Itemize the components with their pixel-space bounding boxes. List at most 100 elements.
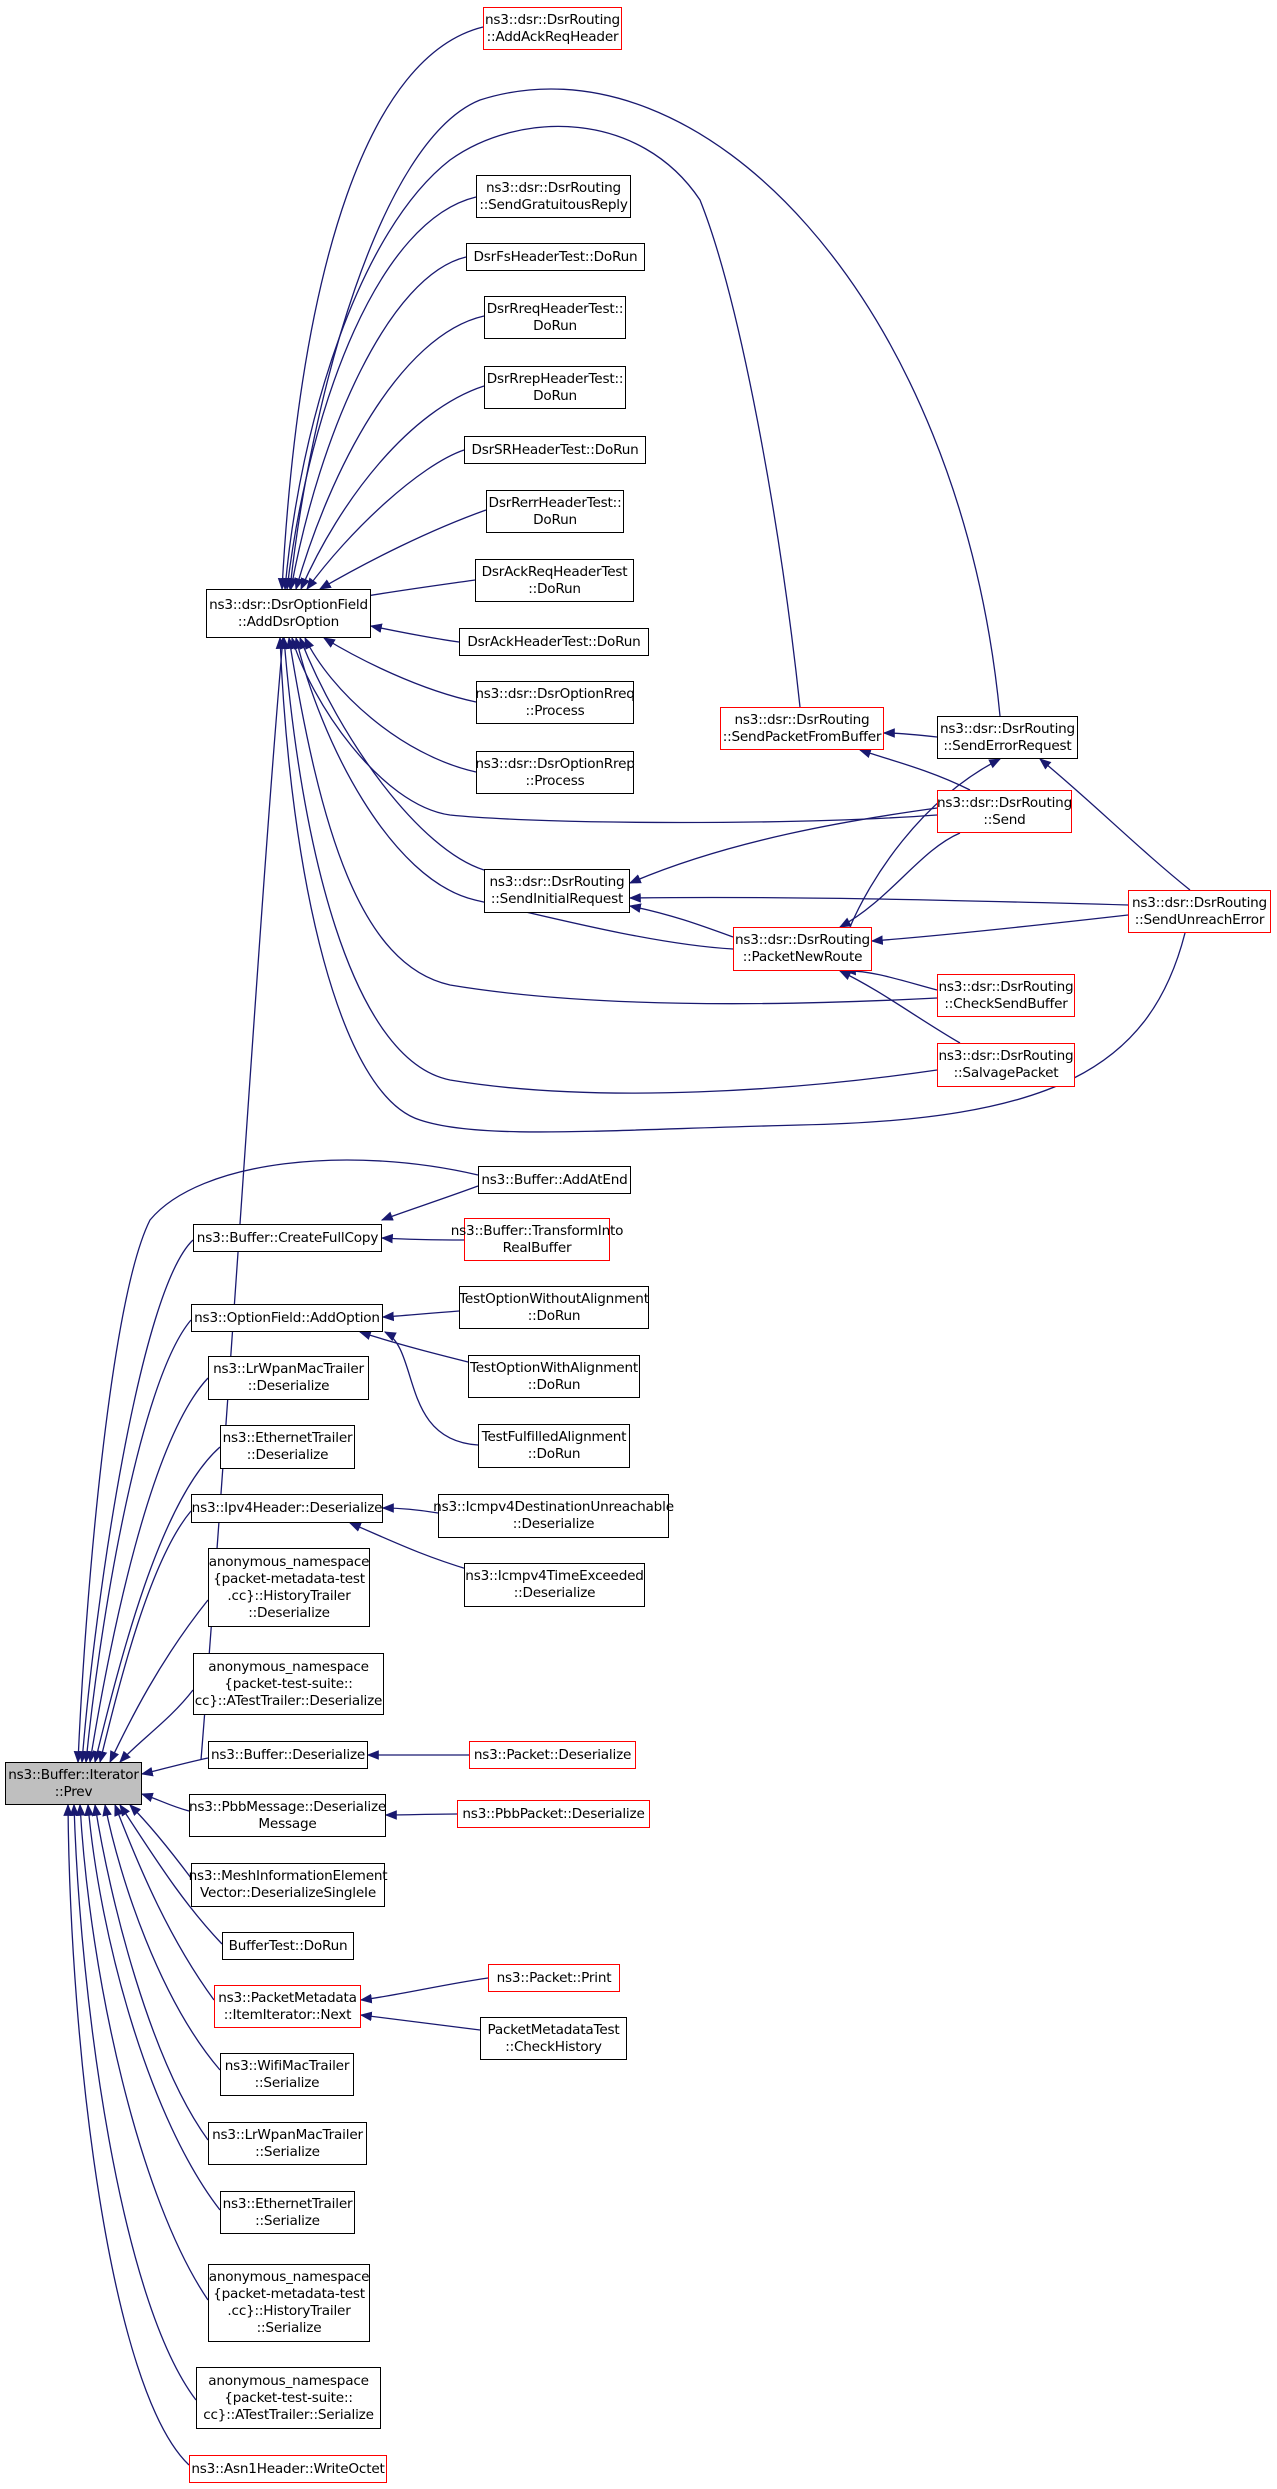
edge-from-rrepproc — [304, 636, 477, 773]
edge-from-tofa — [383, 1331, 479, 1446]
node-pktprint[interactable]: ns3::Packet::Print — [488, 1964, 620, 1992]
node-rreqproc[interactable]: ns3::dsr::DsrOptionRreq ::Process — [475, 681, 635, 724]
node-adddsropt[interactable]: ns3::dsr::DsrOptionField ::AddDsrOption — [206, 589, 371, 638]
edge-from-sendunreach — [628, 893, 1129, 906]
edge-from-send — [838, 832, 961, 928]
node-rerrtest[interactable]: DsrRerrHeaderTest:: DoRun — [486, 490, 624, 533]
node-asn1[interactable]: ns3::Asn1Header::WriteOctet — [189, 2455, 387, 2483]
edge-from-pnr — [628, 903, 734, 938]
edge-from-ethdes — [92, 1446, 221, 1764]
edge-from-buftest — [119, 1804, 223, 1945]
edge-from-acktest — [369, 623, 460, 643]
edge-from-lrser — [91, 1803, 209, 2141]
node-rreqtest[interactable]: DsrRreqHeaderTest:: DoRun — [484, 296, 626, 339]
node-wifiser[interactable]: ns3::WifiMacTrailer ::Serialize — [220, 2053, 354, 2096]
edge-from-salvage — [280, 636, 938, 1094]
edge-from-pmnext — [114, 1803, 215, 2001]
edge-from-salvage — [838, 970, 961, 1044]
edge-from-anonhtdes — [109, 1599, 209, 1764]
edge-from-transform — [380, 1233, 465, 1244]
node-send[interactable]: ns3::dsr::DsrRouting ::Send — [937, 790, 1072, 833]
edge-from-createfull — [78, 1239, 194, 1764]
edge-from-sendgrat — [283, 196, 477, 591]
edge-from-checksend — [285, 636, 938, 1005]
node-anonattdes[interactable]: anonymous_namespace {packet-test-suite::… — [193, 1653, 384, 1715]
node-createfull[interactable]: ns3::Buffer::CreateFullCopy — [193, 1224, 382, 1252]
edge-from-sendinit — [299, 636, 485, 871]
edge-from-send — [858, 748, 971, 791]
edge-from-sendunreach — [870, 914, 1129, 945]
edge-from-rreqtest — [294, 315, 485, 591]
node-ipv4des[interactable]: ns3::Ipv4Header::Deserialize — [191, 1494, 383, 1523]
edge-from-addatend — [380, 1185, 479, 1221]
node-fstest[interactable]: DsrFsHeaderTest::DoRun — [466, 243, 645, 271]
node-salvage[interactable]: ns3::dsr::DsrRouting ::SalvagePacket — [937, 1043, 1075, 1087]
node-checksend[interactable]: ns3::dsr::DsrRouting ::CheckSendBuffer — [937, 974, 1075, 1017]
node-rrepproc[interactable]: ns3::dsr::DsrOptionRrep ::Process — [475, 751, 635, 794]
node-addackreq[interactable]: ns3::dsr::DsrRouting ::AddAckReqHeader — [483, 7, 622, 50]
node-addatend[interactable]: ns3::Buffer::AddAtEnd — [478, 1166, 631, 1194]
node-rreptest[interactable]: DsrRrepHeaderTest:: DoRun — [484, 366, 626, 409]
node-senderr[interactable]: ns3::dsr::DsrRouting ::SendErrorRequest — [937, 716, 1078, 759]
node-acktest[interactable]: DsrAckHeaderTest::DoRun — [459, 628, 649, 656]
node-towa[interactable]: TestOptionWithAlignment ::DoRun — [468, 1355, 640, 1398]
node-meshinfo[interactable]: ns3::MeshInformationElement Vector::Dese… — [189, 1863, 388, 1907]
node-ackreqtest[interactable]: DsrAckReqHeaderTest ::DoRun — [475, 559, 634, 602]
edge-from-icmpte — [348, 1522, 471, 1571]
node-anonhtdes[interactable]: anonymous_namespace {packet-metadata-tes… — [208, 1548, 370, 1627]
edge-from-senderr — [882, 728, 938, 738]
edge-from-bufdes — [140, 1757, 209, 1777]
edge-from-send — [628, 807, 938, 884]
edge-from-icmpdu — [381, 1503, 439, 1514]
edge-from-ethser — [84, 1803, 221, 2211]
edge-from-towa — [358, 1330, 481, 1366]
node-icmpte[interactable]: ns3::Icmpv4TimeExceeded ::Deserialize — [464, 1563, 645, 1607]
edge-from-pbbmsg — [140, 1792, 190, 1812]
edge-from-sendunreach — [275, 636, 1186, 1133]
node-towo[interactable]: TestOptionWithoutAlignment ::DoRun — [459, 1286, 649, 1329]
edge-from-optaddopt — [82, 1319, 192, 1764]
edge-from-anonhtser — [75, 1803, 209, 2301]
node-sendunreach[interactable]: ns3::dsr::DsrRouting ::SendUnreachError — [1128, 890, 1271, 933]
node-pbbmsg[interactable]: ns3::PbbMessage::Deserialize Message — [189, 1794, 386, 1837]
node-buftest[interactable]: BufferTest::DoRun — [222, 1932, 354, 1960]
edge-from-towo — [381, 1310, 460, 1322]
edge-from-checksend — [843, 965, 938, 991]
node-ethdes[interactable]: ns3::EthernetTrailer ::Deserialize — [220, 1425, 355, 1469]
node-transform[interactable]: ns3::Buffer::TransformInto RealBuffer — [451, 1218, 623, 1261]
node-pmnext[interactable]: ns3::PacketMetadata ::ItemIterator::Next — [214, 1985, 361, 2028]
edge-from-pnr — [849, 758, 1002, 928]
node-sendinit[interactable]: ns3::dsr::DsrRouting ::SendInitialReques… — [484, 869, 630, 913]
node-icmpdu[interactable]: ns3::Icmpv4DestinationUnreachable ::Dese… — [433, 1494, 674, 1538]
edge-from-addackreq — [277, 26, 484, 591]
node-lrdes[interactable]: ns3::LrWpanMacTrailer ::Deserialize — [208, 1356, 369, 1400]
node-anonhtser[interactable]: anonymous_namespace {packet-metadata-tes… — [208, 2264, 370, 2342]
edge-from-anonattser — [69, 1803, 197, 2401]
node-anonattser[interactable]: anonymous_namespace {packet-test-suite::… — [196, 2367, 381, 2429]
node-sendgrat[interactable]: ns3::dsr::DsrRouting ::SendGratuitousRep… — [476, 175, 631, 218]
edge-from-addatend — [73, 1159, 479, 1764]
node-pktdes[interactable]: ns3::Packet::Deserialize — [469, 1741, 636, 1769]
node-lrser[interactable]: ns3::LrWpanMacTrailer ::Serialize — [208, 2122, 367, 2165]
edge-from-rerrtest — [318, 509, 487, 590]
edge-from-lrdes — [87, 1377, 209, 1764]
node-prev[interactable]: ns3::Buffer::Iterator ::Prev — [5, 1762, 142, 1805]
node-sendpfb[interactable]: ns3::dsr::DsrRouting ::SendPacketFromBuf… — [720, 707, 884, 750]
edge-from-srtest — [306, 449, 465, 590]
node-pmtest[interactable]: PacketMetadataTest ::CheckHistory — [480, 2017, 627, 2060]
node-ethser[interactable]: ns3::EthernetTrailer ::Serialize — [220, 2191, 355, 2234]
node-pnr[interactable]: ns3::dsr::DsrRouting ::PacketNewRoute — [733, 927, 872, 971]
edge-from-anonattdes — [119, 1689, 194, 1763]
node-pbbpkt[interactable]: ns3::PbbPacket::Deserialize — [457, 1800, 650, 1828]
edge-from-fstest — [288, 256, 467, 591]
edge-from-pbbpkt — [384, 1810, 458, 1820]
edge-from-pmtest — [359, 2011, 481, 2031]
node-srtest[interactable]: DsrSRHeaderTest::DoRun — [464, 436, 646, 464]
edge-from-rreqproc — [322, 637, 477, 703]
node-optaddopt[interactable]: ns3::OptionField::AddOption — [191, 1304, 383, 1332]
node-tofa[interactable]: TestFulfilledAlignment ::DoRun — [478, 1424, 630, 1468]
node-bufdes[interactable]: ns3::Buffer::Deserialize — [208, 1741, 368, 1769]
edge-from-sendunreach — [1039, 758, 1191, 891]
